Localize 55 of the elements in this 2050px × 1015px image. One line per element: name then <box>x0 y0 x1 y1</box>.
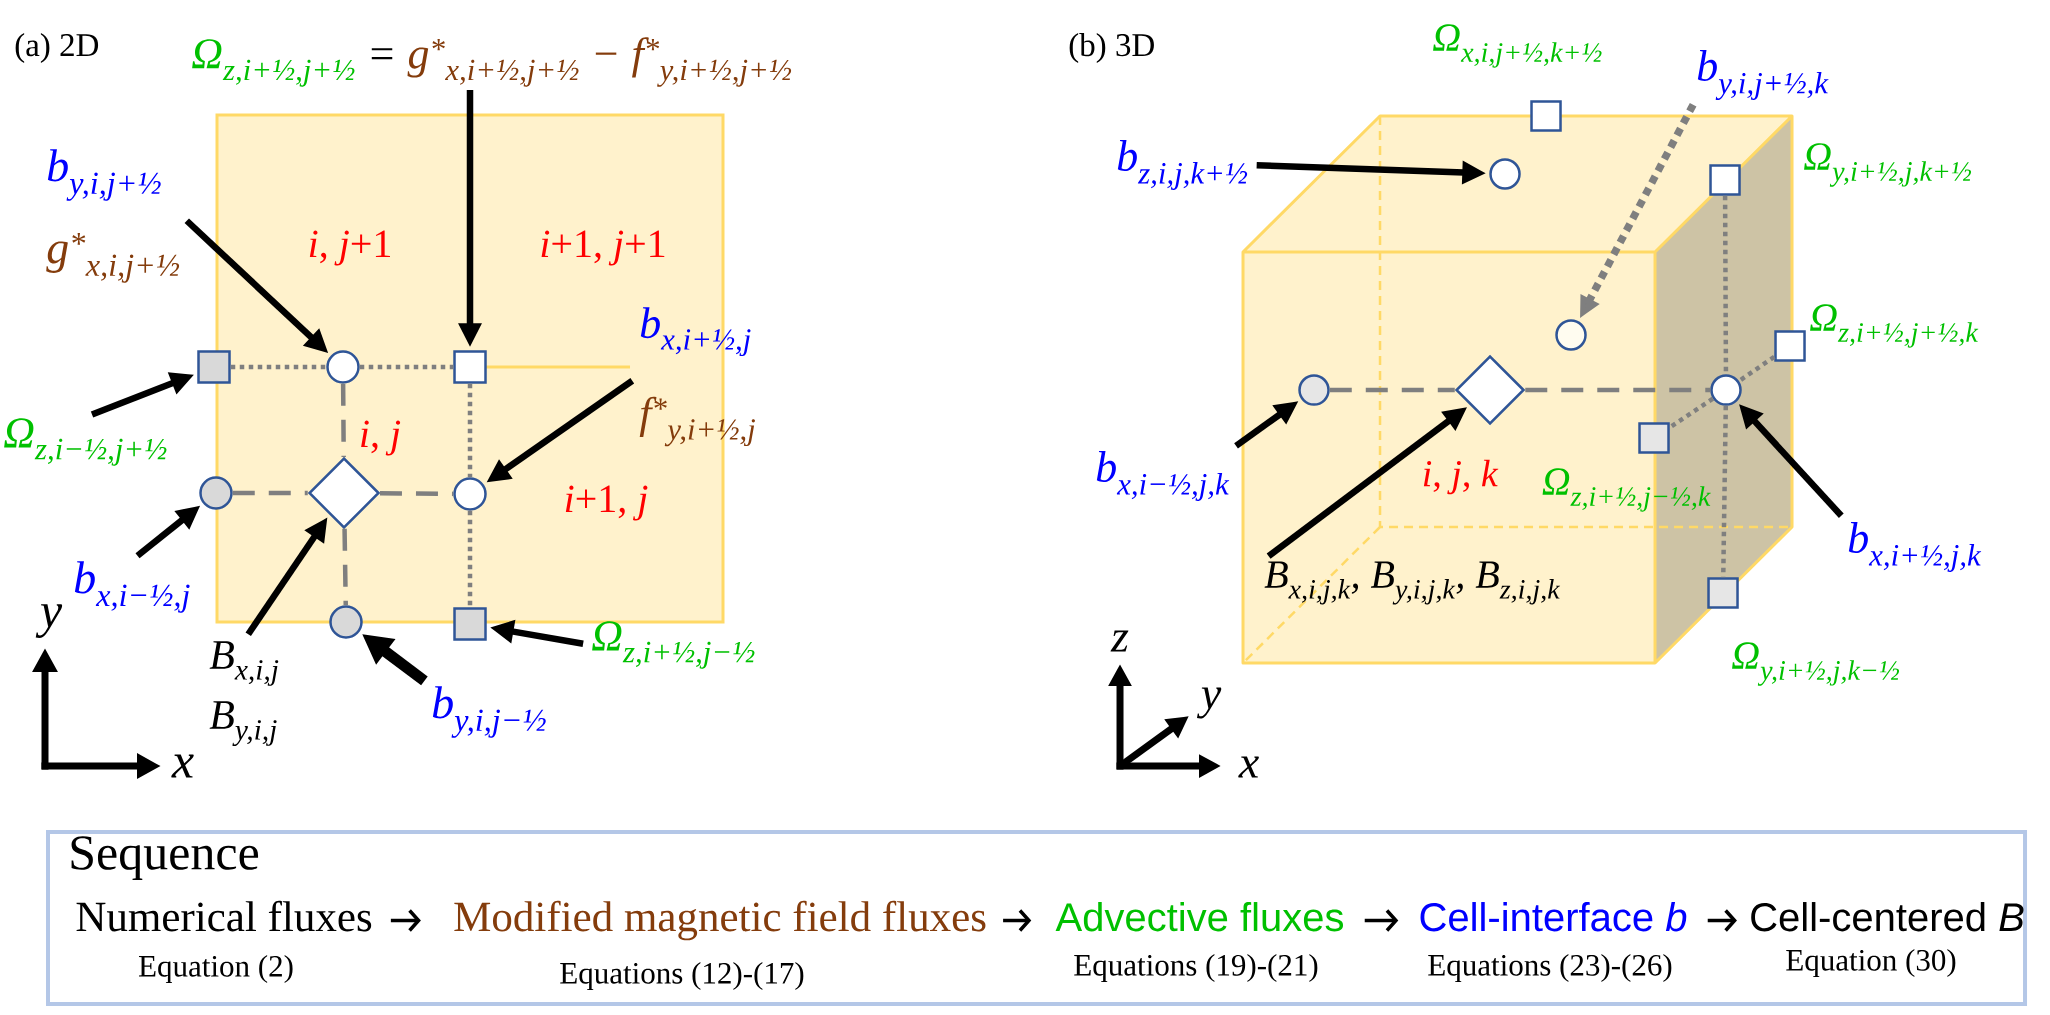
axis-label: x <box>171 754 194 778</box>
variable-label: Ω$_{z,i+½,j+½,k}$ <box>1810 304 1979 348</box>
cell-label: i, j, k <box>1423 459 1499 495</box>
variable-label: b$_{y,i,j+½,k}$ <box>1697 50 1829 100</box>
cell-label: i, j+1 <box>309 230 390 266</box>
variable-label: Ω$_{z,i−½,j+½}$ <box>4 418 167 466</box>
variable-label: Ω$_{z,i+½,j−½}$ <box>592 621 755 669</box>
circle-marker <box>199 476 233 510</box>
variable-label: Ω$_{x,i,j+½,k+½}$ <box>1433 24 1602 68</box>
square-marker <box>197 350 231 384</box>
panel-label: (b) 3D <box>1069 33 1154 63</box>
dotted-line <box>230 364 327 370</box>
dotted-line <box>1737 354 1776 383</box>
variable-label: B$_{x,i,j,k}$, B$_{y,i,j,k}$, B$_{z,i,j,k}$ <box>1264 561 1561 605</box>
step-label: Cell-centered B Equation (30) <box>1751 902 2024 977</box>
step-label: Advective fluxes Equations (19)-(21) <box>1055 902 1343 983</box>
variable-label: b$_{x,i−½,j}$ <box>74 561 190 613</box>
dashed-line <box>232 490 308 496</box>
axis-label: x <box>1238 756 1259 778</box>
panel-label: (a) 2D <box>15 33 99 63</box>
cell-label: i+1, j <box>565 485 648 521</box>
variable-label: Ω$_{y,i+½,j,k−½}$ <box>1732 642 1900 686</box>
flow-arrow <box>1364 909 1399 932</box>
cell-label: i, j <box>361 420 401 456</box>
dotted-line <box>467 383 473 478</box>
variable-label: b$_{y,i,j−½}$ <box>432 686 546 738</box>
dotted-line <box>359 364 454 370</box>
variable-label: b$_{y,i,j+½}$ g$^{*}$x,i,j+½ <box>46 149 180 283</box>
dotted-line <box>467 510 473 608</box>
step-label: Cell-interface b Equations (23)-(26) <box>1420 902 1687 983</box>
square-marker <box>453 607 487 641</box>
variable-label: b$_{z,i,j,k+½}$ <box>1117 140 1248 190</box>
dotted-line <box>1668 396 1715 430</box>
flow-arrow <box>1707 909 1737 932</box>
cell-label: i+1, j+1 <box>541 230 665 266</box>
flow-arrow <box>1003 909 1032 932</box>
variable-label: B$_{x,i,j}$ B$_{y,i,j}$ <box>209 641 279 746</box>
axis-label: z <box>1110 630 1129 652</box>
axis-label: y <box>35 604 63 638</box>
variable-label: b$_{x,i+½,j}$ f$^{*}$y,i+½,j <box>639 307 755 447</box>
dashed-line <box>1329 387 1455 393</box>
dashed-line <box>1525 387 1711 393</box>
axis-label: y <box>1196 687 1222 719</box>
dashed-line <box>342 528 348 606</box>
square-marker <box>453 350 487 384</box>
variable-label: b$_{x,i+½,j,k}$ <box>1848 522 1982 572</box>
variable-label: Ω$_{y,i+½,j,k+½}$ <box>1804 143 1972 187</box>
dashed-line <box>379 491 454 497</box>
equation-label: Ω$_{z,i+½,j+½}$ = g$^{*}$$_{x,i+½,j+½}$ − f$^{*}$y,i+½,j+½ <box>192 37 792 87</box>
step-label: Numerical fluxes Equation (2) <box>76 900 372 983</box>
flow-arrow <box>390 909 421 932</box>
variable-label: Ω$_{z,i+½,j−½,k}$ <box>1542 468 1711 512</box>
dashed-line <box>340 383 346 458</box>
step-label: Modified magnetic field fluxes Equations (12)-(17) <box>454 900 986 990</box>
variable-label: b$_{x,i−½,j,k}$ <box>1096 451 1230 501</box>
